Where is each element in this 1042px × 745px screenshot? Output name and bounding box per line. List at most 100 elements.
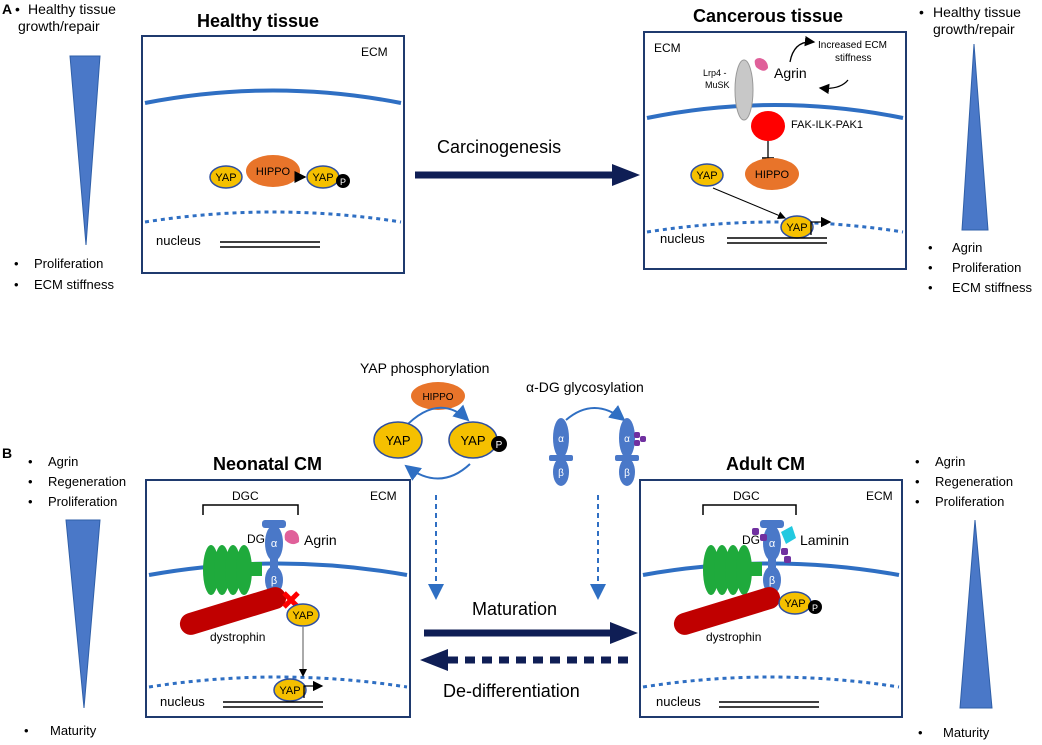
yap-label: YAP (292, 610, 313, 622)
bullet: • (28, 494, 33, 509)
nucleus-label: nucleus (656, 694, 701, 709)
yap-protein (209, 165, 243, 189)
scale-a-left-top-line1: Healthy tissue (28, 1, 116, 17)
dgc-label: DGC (733, 489, 760, 503)
dg-label: DG (247, 532, 265, 546)
gradient-triangle-down (69, 55, 101, 246)
nucleus-label: nucleus (156, 233, 201, 248)
phosphate-label: P (340, 177, 346, 187)
dg-glycosylation-title: α-DG glycosylation (526, 379, 644, 395)
panel-a-label: A (2, 1, 12, 17)
scale-a-left-bottom-2: ECM stiffness (34, 277, 114, 292)
scale-a-left-bottom-1: Proliferation (34, 256, 103, 271)
scale-a-right-bottom-1: Agrin (952, 240, 982, 255)
dgc-bracket (202, 504, 299, 515)
yap-label: YAP (385, 433, 410, 448)
bullet: • (919, 4, 924, 20)
lrp4-label: Lrp4 - (703, 68, 727, 78)
alpha-label: α (769, 538, 776, 550)
carcinogenesis-arrow-head (612, 164, 640, 186)
ecm-label: ECM (654, 41, 681, 55)
bullet: • (14, 277, 19, 292)
dgc-label: DGC (232, 489, 259, 503)
dg-label: DG (742, 533, 760, 547)
yap-phospho-label: YAP (312, 172, 333, 184)
yap-label: YAP (215, 172, 236, 184)
yap-protein (690, 163, 724, 187)
bullet: • (28, 474, 33, 489)
healthy-tissue-title: Healthy tissue (197, 11, 319, 31)
scale-b-right-top-3: Proliferation (935, 494, 1004, 509)
hippo-kinase (745, 158, 799, 190)
yap-label: YAP (784, 598, 805, 610)
cell-membrane (144, 88, 402, 105)
transcription-arrow (810, 216, 832, 235)
beta-label: β (558, 468, 564, 479)
scale-b-left-top-1: Agrin (48, 454, 78, 469)
maturation-arrow-head (610, 622, 638, 644)
increased-ecm-line1: Increased ECM (818, 40, 887, 51)
scale-a-left-top-line2: growth/repair (18, 18, 100, 34)
scale-b-right-top-2: Regeneration (935, 474, 1013, 489)
scale-a-right-top-line2: growth/repair (933, 21, 1015, 37)
ecm-label: ECM (866, 489, 893, 503)
yap-protein (286, 603, 320, 627)
agrin-icon (754, 58, 768, 71)
bullet: • (15, 1, 20, 17)
dystrophin-label: dystrophin (210, 630, 265, 644)
nuclear-membrane (642, 675, 900, 689)
adult-cm-box (639, 479, 903, 718)
scale-b-left-top-2: Regeneration (48, 474, 126, 489)
bullet: • (928, 280, 933, 295)
dedifferentiation-label: De-differentiation (443, 681, 580, 701)
musk-label: MuSK (705, 80, 730, 90)
gradient-triangle-up (959, 519, 993, 709)
bullet: • (918, 725, 923, 740)
hippo-label: HIPPO (422, 392, 453, 403)
agrin-label: Agrin (304, 532, 337, 548)
scale-b-left-bottom: Maturity (50, 723, 97, 738)
yap-protein (373, 421, 423, 459)
hippo-kinase (246, 155, 300, 187)
increased-ecm-line2: stiffness (835, 53, 872, 64)
dg-glycosylated (615, 418, 646, 486)
beta-label: β (624, 468, 630, 479)
panel-b-label: B (2, 445, 12, 461)
adult-cm-title: Adult CM (726, 454, 805, 474)
dystrophin (179, 587, 287, 635)
yap-phospho-label: YAP (460, 433, 485, 448)
neonatal-cm-title: Neonatal CM (213, 454, 322, 474)
scale-a-right-bottom-3: ECM stiffness (952, 280, 1032, 295)
yap-nuclear (273, 678, 307, 702)
alpha-label: α (558, 434, 564, 445)
phosphate-label: P (812, 603, 818, 613)
phosphorylation-cycle-arrow-bottom (404, 463, 471, 481)
yap-phosphorylation-title: YAP phosphorylation (360, 360, 489, 376)
dystroglycan (262, 520, 286, 594)
bullet: • (915, 494, 920, 509)
glycan-chains (752, 528, 791, 563)
feedback-arrow-up (789, 35, 816, 63)
alpha-label: α (624, 434, 630, 445)
yap-nuclear-label: YAP (786, 222, 807, 234)
glycosylation-arrow (565, 405, 626, 422)
nuclear-translocation-arrow (712, 187, 786, 219)
bullet: • (928, 240, 933, 255)
neonatal-cm-box (145, 479, 411, 718)
phosphate-icon (808, 600, 822, 614)
phosphate-label: P (496, 440, 503, 451)
dystroglycan (760, 520, 784, 594)
lrp4-musk-receptor (734, 59, 754, 121)
bullet: • (915, 474, 920, 489)
sarcoglycan-complex (703, 545, 762, 595)
laminin-label: Laminin (800, 532, 849, 548)
phosphorylation-cycle-arrow-top (403, 404, 470, 429)
phosphate-icon (336, 174, 350, 188)
yap-nuclear-label: YAP (279, 685, 300, 697)
hippo-label: HIPPO (755, 169, 790, 181)
nucleus-label: nucleus (660, 231, 705, 246)
dgc-bracket (702, 504, 797, 515)
scale-b-right-bottom: Maturity (943, 725, 990, 740)
dystrophin (673, 587, 781, 635)
